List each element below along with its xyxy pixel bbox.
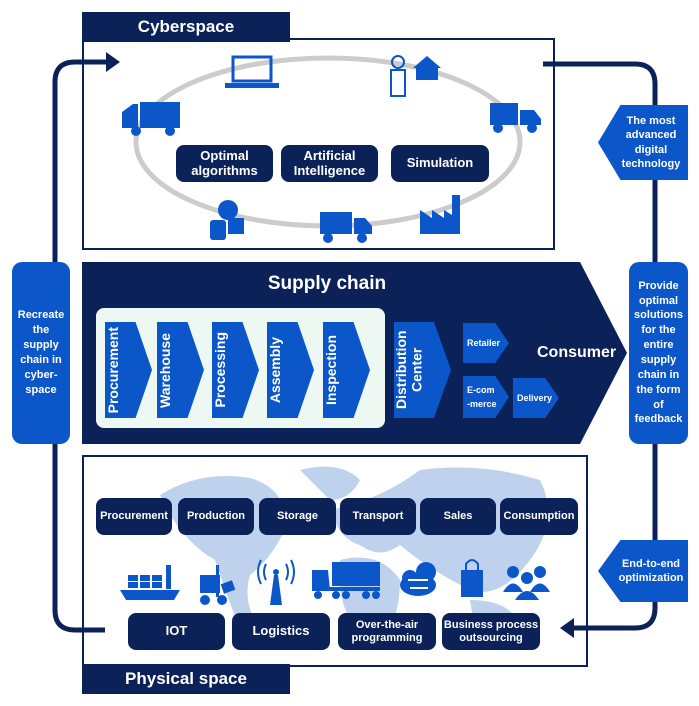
- cyberspace-title: Cyberspace: [82, 12, 290, 42]
- transport-box: Transport: [340, 498, 416, 535]
- truck-icon: [320, 212, 372, 243]
- laptop-icon: [225, 55, 279, 88]
- physical-space-box: [82, 455, 588, 667]
- digital-technology-label: The most advanced digital technology: [598, 105, 688, 180]
- simulation-box: Simulation: [391, 145, 489, 182]
- person-house-icon: [390, 55, 441, 97]
- cloud-transfer-icon: [400, 562, 436, 596]
- truck-icon: [122, 102, 180, 136]
- consumer-label: Consumer: [537, 344, 617, 361]
- ship-icon: [120, 565, 180, 600]
- forklift-icon: [200, 565, 236, 605]
- arrow-right-icon: [106, 52, 120, 72]
- antenna-icon: [257, 559, 295, 605]
- iot-box: IOT: [128, 613, 225, 650]
- factory-icon: [420, 195, 460, 234]
- optimal-algorithms-box: Optimal algorithms: [176, 145, 273, 182]
- consumption-box: Consumption: [500, 498, 578, 535]
- truck-icon: [312, 562, 380, 599]
- ota-box: Over-the-air programming: [338, 613, 436, 650]
- ai-box: Artificial Intelligence: [281, 145, 378, 182]
- logistics-box: Logistics: [232, 613, 330, 650]
- supply-chain-title: Supply chain: [267, 273, 387, 294]
- feedback-label: Provide optimal solutions for the entire…: [629, 262, 688, 444]
- sales-box: Sales: [420, 498, 496, 535]
- procurement-box: Procurement: [96, 498, 172, 535]
- truck-icon: [490, 103, 541, 133]
- people-icon: [503, 566, 550, 600]
- gear-server-icon: [210, 200, 244, 240]
- recreate-label: Recreate the supply chain in cyber-space: [12, 262, 70, 444]
- shopping-bag-icon: [461, 559, 483, 597]
- arrow-left-icon: [560, 618, 574, 638]
- production-box: Production: [178, 498, 254, 535]
- cyberspace-box: [82, 38, 555, 250]
- bpo-box: Business process outsourcing: [442, 613, 540, 650]
- physical-space-title: Physical space: [82, 664, 290, 694]
- storage-box: Storage: [259, 498, 336, 535]
